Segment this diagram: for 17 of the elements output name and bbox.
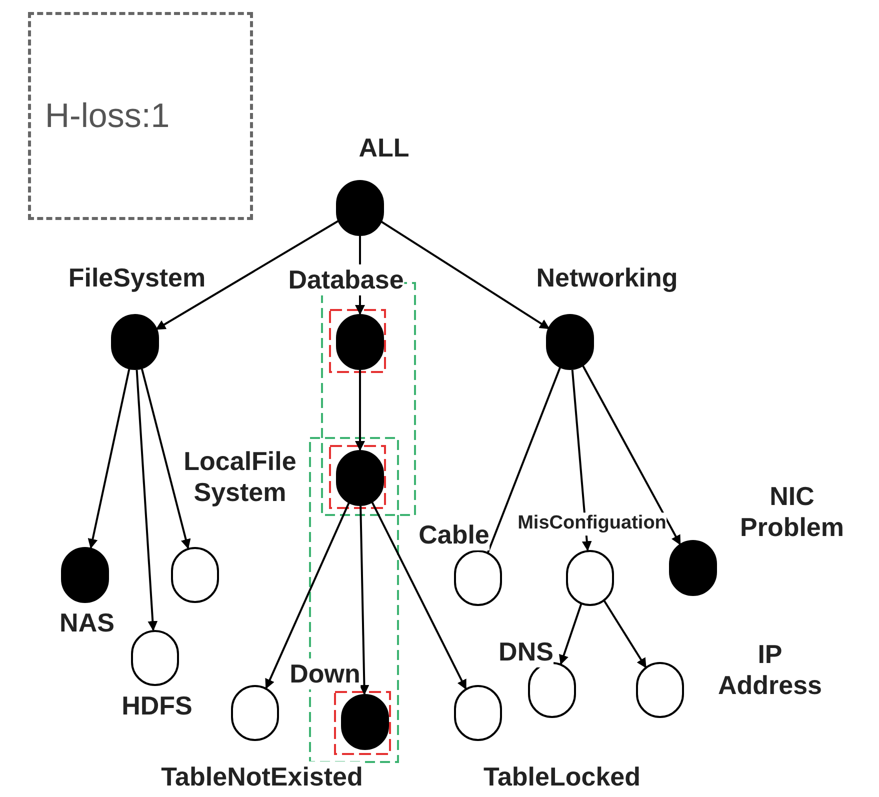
node-label: Database <box>288 264 404 296</box>
note-text: H-loss:1 <box>45 96 170 136</box>
arrow <box>265 502 350 690</box>
arrow <box>88 368 130 549</box>
arrow <box>571 370 592 552</box>
arrow <box>136 370 158 632</box>
arrow <box>359 506 370 695</box>
arrow <box>559 604 582 665</box>
arrow <box>355 370 365 451</box>
arrow <box>371 502 467 690</box>
arrow <box>380 220 550 330</box>
note-box <box>28 12 253 220</box>
arrow <box>582 365 682 546</box>
arrow <box>603 600 647 668</box>
arrow <box>140 368 191 550</box>
node-label: Down <box>290 658 360 690</box>
node-label: MisConfiguation <box>518 512 666 536</box>
